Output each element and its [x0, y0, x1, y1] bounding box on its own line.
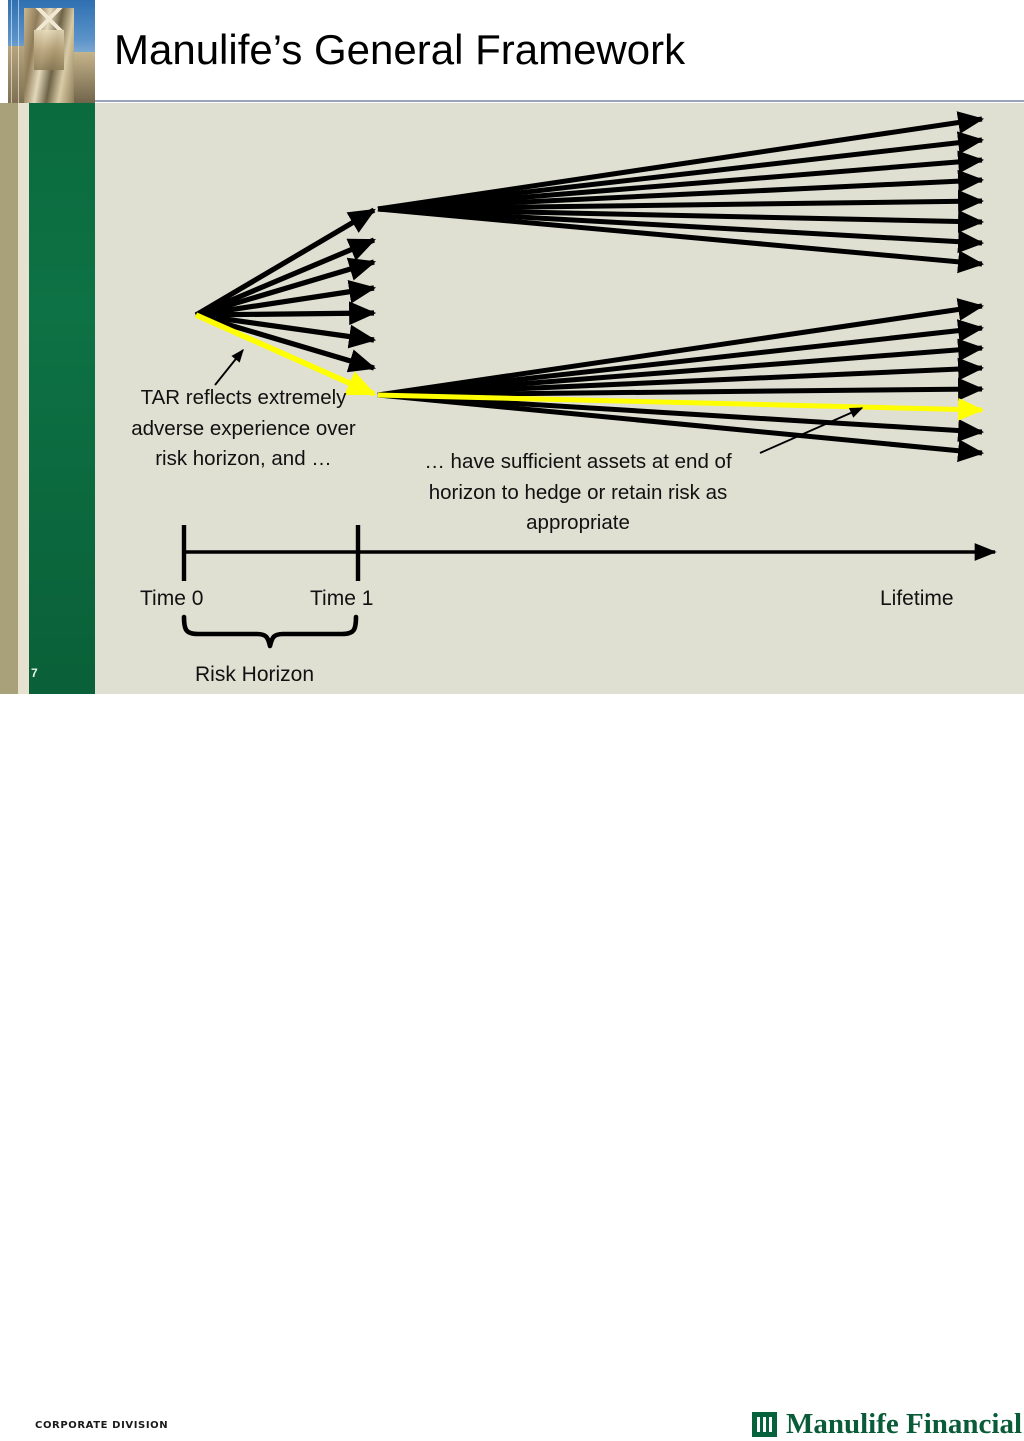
manulife-logo-text: Manulife Financial — [786, 1408, 1023, 1440]
photo-left-building — [8, 46, 26, 104]
label-lifetime: Lifetime — [880, 587, 954, 610]
slide-header: Manulife’s General Framework — [0, 0, 1024, 104]
photo-right-building — [72, 52, 95, 104]
sidebar-cream-stripe — [18, 103, 29, 694]
sidebar-green-panel — [29, 103, 95, 694]
photo-tower-chevron — [24, 8, 74, 30]
page-number: 7 — [31, 666, 38, 680]
slide-footer: CORPORATE DIVISION Manulife Financial — [0, 694, 1024, 1439]
label-time-0: Time 0 — [140, 587, 204, 610]
photo-guide-line-left — [11, 0, 12, 104]
manulife-logo-mark-icon — [752, 1411, 777, 1437]
photo-guide-line-right — [18, 0, 19, 104]
label-risk-horizon: Risk Horizon — [195, 663, 315, 686]
page-title: Manulife’s General Framework — [114, 26, 686, 73]
assets-annotation: … have sufficient assets at end of horiz… — [424, 450, 732, 534]
building-photo — [8, 0, 95, 104]
header-divider — [95, 100, 1024, 102]
sidebar-tan-stripe — [0, 103, 18, 694]
tar-annotation: TAR reflects extremely adverse experienc… — [131, 386, 356, 470]
photo-tower-midsection — [34, 30, 64, 70]
manulife-logo: Manulife Financial — [752, 1407, 1022, 1441]
label-time-1: Time 1 — [310, 587, 374, 610]
corporate-division-label: CORPORATE DIVISION — [35, 1420, 169, 1431]
